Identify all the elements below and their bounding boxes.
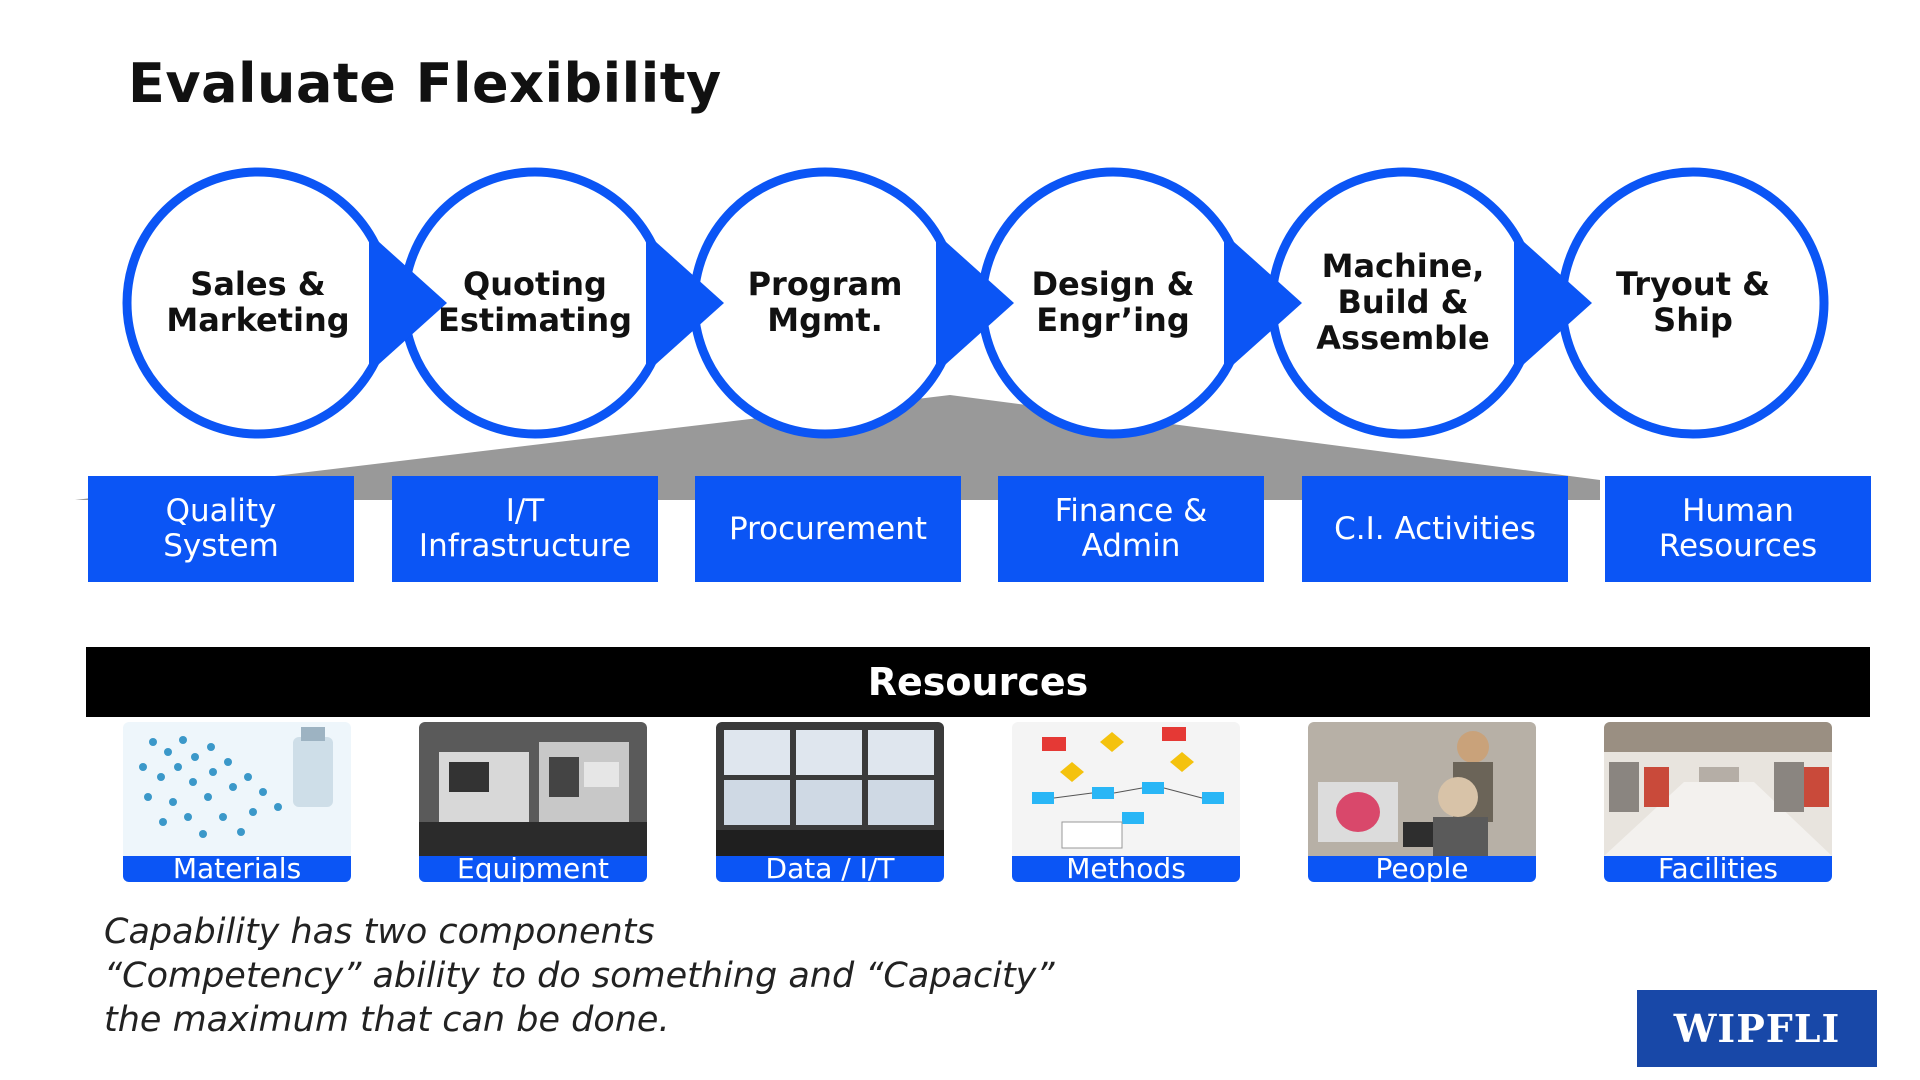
resource-tile-methods: Methods bbox=[1012, 722, 1240, 882]
process-arrow-icon bbox=[1224, 233, 1302, 373]
people-image bbox=[1308, 722, 1536, 856]
process-arrow-icon bbox=[646, 233, 724, 373]
wipfli-logo: WIPFLI bbox=[1637, 990, 1877, 1067]
facilities-image bbox=[1604, 722, 1832, 856]
data-it-image bbox=[716, 722, 944, 856]
materials-image bbox=[123, 722, 351, 856]
process-arrow-icon bbox=[1514, 233, 1592, 373]
support-procurement: Procurement bbox=[695, 476, 961, 582]
process-flow-diagram bbox=[75, 167, 1829, 500]
process-step-program-mgmt: Program Mgmt. bbox=[747, 265, 903, 339]
support-human-resources: Human Resources bbox=[1605, 476, 1871, 582]
capability-caption: Capability has two components “Competenc… bbox=[104, 910, 1055, 1042]
resource-label-equipment: Equipment bbox=[419, 855, 647, 882]
equipment-image bbox=[419, 722, 647, 856]
resources-header: Resources bbox=[86, 647, 1870, 717]
resource-tile-equipment: Equipment bbox=[419, 722, 647, 882]
resource-tile-data-it: Data / I/T bbox=[716, 722, 944, 882]
support-quality-system: Quality System bbox=[88, 476, 354, 582]
process-step-design-engineering: Design & Engr’ing bbox=[1031, 265, 1195, 339]
process-step-machine-build: Machine, Build & Assemble bbox=[1316, 247, 1490, 357]
page-title: Evaluate Flexibility bbox=[128, 52, 722, 115]
resource-label-facilities: Facilities bbox=[1604, 855, 1832, 882]
support-it-infrastructure: I/T Infrastructure bbox=[392, 476, 658, 582]
resource-label-materials: Materials bbox=[123, 855, 351, 882]
methods-image bbox=[1012, 722, 1240, 856]
support-wedge bbox=[75, 395, 1600, 500]
resource-label-data-it: Data / I/T bbox=[716, 855, 944, 882]
process-arrow-icon bbox=[369, 233, 447, 373]
caption-line-1: Capability has two components bbox=[104, 912, 655, 952]
process-arrow-icon bbox=[936, 233, 1014, 373]
process-step-quoting: Quoting Estimating bbox=[437, 265, 633, 339]
resource-label-methods: Methods bbox=[1012, 855, 1240, 882]
resource-label-people: People bbox=[1308, 855, 1536, 882]
process-step-tryout-ship: Tryout & Ship bbox=[1615, 265, 1771, 339]
support-ci-activities: C.I. Activities bbox=[1302, 476, 1568, 582]
resource-tile-people: People bbox=[1308, 722, 1536, 882]
process-circles bbox=[122, 167, 1829, 439]
resource-tile-facilities: Facilities bbox=[1604, 722, 1832, 882]
caption-line-3: the maximum that can be done. bbox=[104, 1000, 670, 1040]
resource-tile-materials: Materials bbox=[123, 722, 351, 882]
process-step-sales-marketing: Sales & Marketing bbox=[166, 265, 350, 339]
caption-line-2: “Competency” ability to do something and… bbox=[104, 956, 1055, 996]
support-finance-admin: Finance & Admin bbox=[998, 476, 1264, 582]
